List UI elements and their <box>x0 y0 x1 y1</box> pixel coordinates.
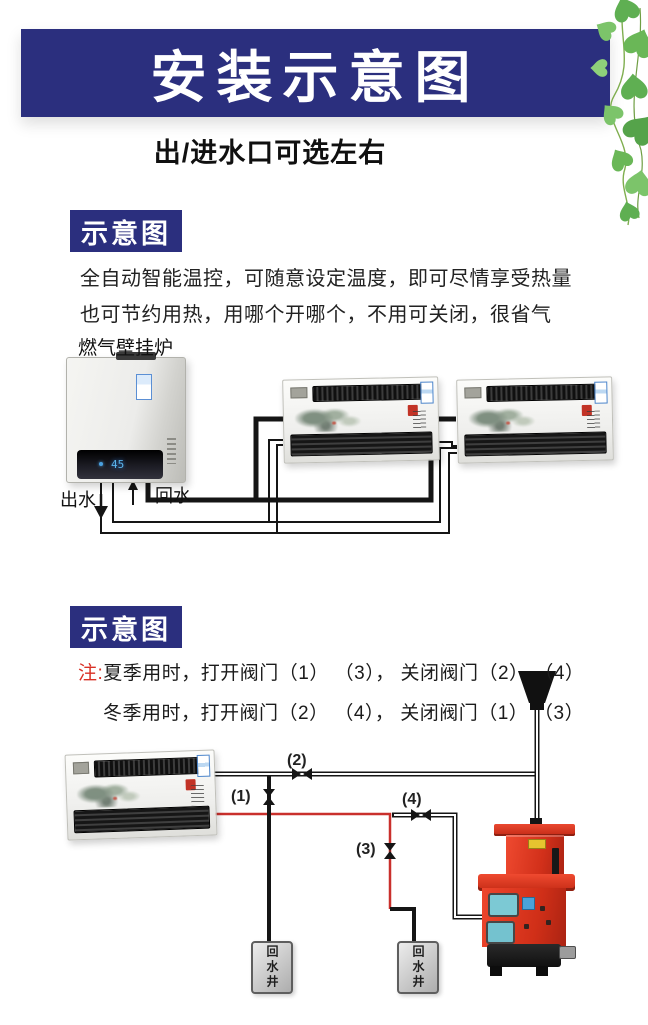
section2-badge-label: 示意图 <box>81 614 171 645</box>
fan-coil-unit-1 <box>282 376 440 464</box>
section2-badge: 示意图 <box>70 606 182 648</box>
valve-icon-3 <box>384 843 396 859</box>
section1-desc-line2: 也可节约用热，用哪个开哪个，不用可关闭，很省气 <box>80 304 552 326</box>
top-grille <box>312 383 427 403</box>
well-label: 回水井 <box>265 945 279 990</box>
vent-grate-icon <box>464 386 482 399</box>
stove-bolt-icon <box>524 924 529 929</box>
well-label: 回水井 <box>411 945 425 990</box>
arrow-up-icon <box>128 480 138 505</box>
calligraphy-decoration <box>586 410 601 431</box>
vent-grate-icon <box>72 761 90 775</box>
boiler-side-vents <box>167 438 176 464</box>
valve-2-label: (2) <box>287 752 307 769</box>
energy-label <box>593 381 608 404</box>
heating-stove <box>477 818 577 978</box>
stove-control-slot <box>552 848 559 879</box>
stove-handle <box>559 946 576 959</box>
stove-foot <box>490 966 502 976</box>
energy-label <box>419 381 434 404</box>
page-subtitle: 出/进水口可选左右 <box>153 138 387 168</box>
calligraphy-decoration <box>190 784 205 806</box>
wall-boiler-label: 燃气壁挂炉 <box>78 338 174 359</box>
section1-desc-line1: 全自动智能温控，可随意设定温度，即可尽情享受热量 <box>80 268 572 290</box>
note-line-1: 注:夏季用时，打开阀门（1） （3）， 关闭阀门（2） （4） <box>78 658 584 685</box>
energy-label <box>196 754 211 778</box>
arrow-down-icon <box>94 494 108 519</box>
stove-warning-tag <box>528 839 546 849</box>
ink-painting-decoration <box>294 406 363 433</box>
stove-body <box>482 888 566 947</box>
return-water-label: 回水 <box>155 486 191 506</box>
top-grille <box>486 383 601 403</box>
boiler-temperature-display: 45 <box>111 458 125 471</box>
top-grille <box>93 756 204 778</box>
bottom-grille <box>290 431 433 457</box>
bottom-grille <box>73 805 211 834</box>
stove-base <box>487 944 561 967</box>
boiler-power-led <box>99 462 103 466</box>
stove-lid <box>494 824 575 836</box>
outlet-water-label: 出水 <box>60 490 96 510</box>
stove-bolt-icon <box>540 906 545 911</box>
stove-door-upper <box>488 893 519 917</box>
boiler-energy-sticker <box>136 374 152 400</box>
valve-icon-1 <box>263 789 275 805</box>
fan-coil-unit-3 <box>64 749 218 841</box>
stove-table-flange <box>478 874 575 891</box>
valve-3-label: (3) <box>356 841 376 858</box>
valve-4-label: (4) <box>402 791 422 808</box>
vent-grate-icon <box>290 386 308 399</box>
section1-badge: 示意图 <box>70 210 182 252</box>
valve-icon-4 <box>411 809 431 821</box>
valve-1-label: (1) <box>231 788 251 805</box>
page-title: 安装示意图 <box>150 45 481 109</box>
calligraphy-decoration <box>412 410 427 431</box>
stove-bolt-icon <box>546 920 551 925</box>
stove-foot <box>536 966 548 976</box>
return-water-well-right: 回水井 <box>397 941 439 994</box>
boiler-top-cap-icon <box>116 352 156 360</box>
note-prefix: 注: <box>78 663 104 684</box>
title-banner: 安装示意图 <box>21 29 610 117</box>
ink-painting-decoration <box>468 406 537 433</box>
section1-badge-label: 示意图 <box>81 218 171 249</box>
boiler-control-panel: 45 <box>77 450 163 479</box>
fan-coil-unit-2 <box>456 376 614 464</box>
ink-painting-decoration <box>76 780 143 809</box>
wall-boiler: 45 <box>66 352 186 483</box>
return-water-well-left: 回水井 <box>251 941 293 994</box>
stove-badge <box>522 897 535 910</box>
note-line-1-text: 夏季用时，打开阀门（1） （3）， 关闭阀门（2） （4） <box>103 663 585 684</box>
bottom-grille <box>464 431 607 457</box>
note-line-2: 冬季用时，打开阀门（2） （4）， 关闭阀门（1） （3） <box>103 703 585 724</box>
stove-door-lower <box>486 921 515 944</box>
